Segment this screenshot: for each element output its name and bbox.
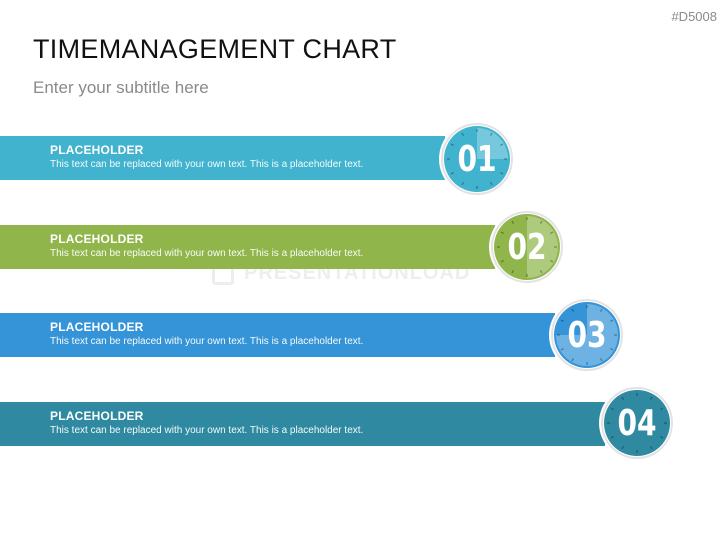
clock-icon	[549, 297, 625, 373]
clock-tick	[450, 171, 454, 175]
bar-heading: PLACEHOLDER	[50, 232, 144, 246]
clock-tick	[599, 308, 603, 312]
clock-icon	[599, 385, 675, 461]
timeline-bar-3: PLACEHOLDER This text can be replaced wi…	[0, 313, 555, 357]
clock-tick	[550, 259, 554, 263]
timeline-bar-4: PLACEHOLDER This text can be replaced wi…	[0, 402, 605, 446]
clock-tick	[560, 347, 564, 351]
clock-progress-sector	[556, 304, 618, 366]
clock-tick	[621, 446, 625, 450]
step-number: 03	[567, 314, 607, 356]
clock-tick	[539, 270, 543, 274]
clock-tick	[610, 407, 614, 411]
clock-tick	[599, 358, 603, 362]
page-title: TIMEMANAGEMENT CHART	[33, 34, 397, 64]
clock-tick	[461, 132, 465, 136]
bar-text: This text can be replaced with your own …	[50, 425, 364, 436]
clock-tick	[500, 171, 504, 175]
clock-tick	[500, 231, 504, 235]
clock-tick	[610, 319, 614, 323]
step-number: 04	[617, 402, 657, 444]
clock-tick	[489, 182, 493, 186]
step-number: 01	[457, 138, 497, 180]
clock-tick	[450, 143, 454, 147]
clock-icon	[489, 209, 565, 285]
clock-tick	[660, 435, 664, 439]
clock-tick	[511, 220, 515, 224]
bar-text: This text can be replaced with your own …	[50, 248, 364, 259]
clock-tick	[539, 220, 543, 224]
clock-tick	[649, 396, 653, 400]
clock-tick	[500, 143, 504, 147]
bar-heading: PLACEHOLDER	[50, 320, 144, 334]
clock-tick	[649, 446, 653, 450]
clock-tick	[621, 396, 625, 400]
clock-tick	[500, 259, 504, 263]
timeline-bar-2: PLACEHOLDER This text can be replaced wi…	[0, 225, 495, 269]
clock-badge-4: 04	[596, 384, 678, 462]
bar-text: This text can be replaced with your own …	[50, 336, 364, 347]
timeline-bar-1: PLACEHOLDER This text can be replaced wi…	[0, 136, 445, 180]
clock-badge-3: 03	[546, 296, 628, 374]
clock-progress-sector	[527, 216, 558, 278]
bar-heading: PLACEHOLDER	[50, 143, 144, 157]
page-subtitle: Enter your subtitle here	[33, 78, 209, 97]
clock-tick	[550, 231, 554, 235]
clock-tick	[560, 319, 564, 323]
bar-heading: PLACEHOLDER	[50, 409, 144, 423]
clock-tick	[610, 347, 614, 351]
clock-tick	[571, 308, 575, 312]
clock-icon	[439, 121, 515, 197]
step-number: 02	[507, 226, 547, 268]
clock-tick	[489, 132, 493, 136]
clock-tick	[461, 182, 465, 186]
clock-badge-2: 02	[486, 208, 568, 286]
slide-code: #D5008	[671, 9, 717, 24]
clock-progress-sector	[606, 392, 668, 454]
clock-badge-1: 01	[436, 120, 518, 198]
clock-tick	[511, 270, 515, 274]
clock-tick	[571, 358, 575, 362]
clock-tick	[660, 407, 664, 411]
clock-tick	[610, 435, 614, 439]
bar-text: This text can be replaced with your own …	[50, 159, 364, 170]
clock-progress-sector	[477, 128, 508, 159]
